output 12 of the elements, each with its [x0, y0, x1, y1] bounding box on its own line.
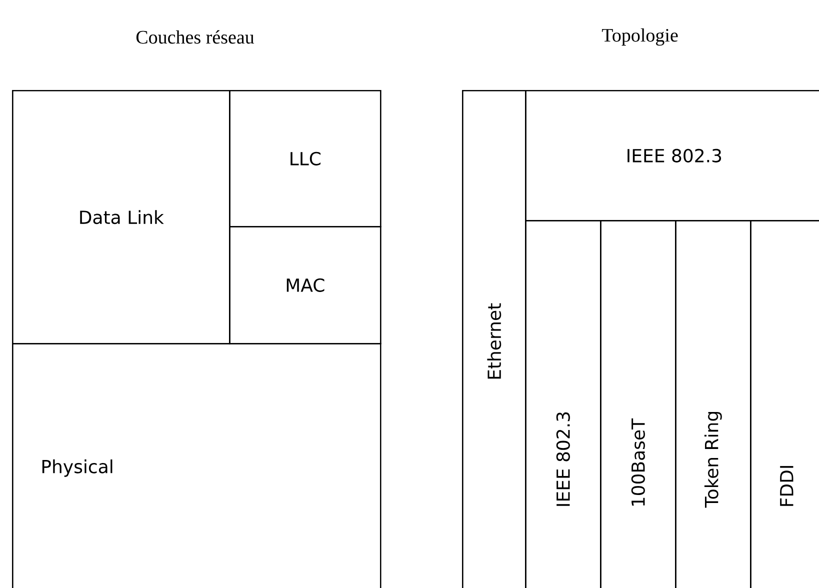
topology-box: IEEE 802.3 [525, 90, 819, 222]
topology-box: FDDI [750, 220, 819, 588]
topology-box: Token Ring [675, 220, 752, 588]
topology-box: 100BaseT [600, 220, 676, 588]
column-heading: Topologie [602, 28, 678, 46]
layer-box: LLC [229, 90, 382, 228]
topology-box: Ethernet [462, 90, 526, 588]
topology-box: IEEE 802.3 [525, 220, 602, 588]
layer-box: MAC [229, 226, 382, 344]
layer-box: Data Link [12, 90, 230, 344]
column-heading: Couches réseau [136, 30, 254, 44]
layer-box: Physical [12, 343, 382, 588]
